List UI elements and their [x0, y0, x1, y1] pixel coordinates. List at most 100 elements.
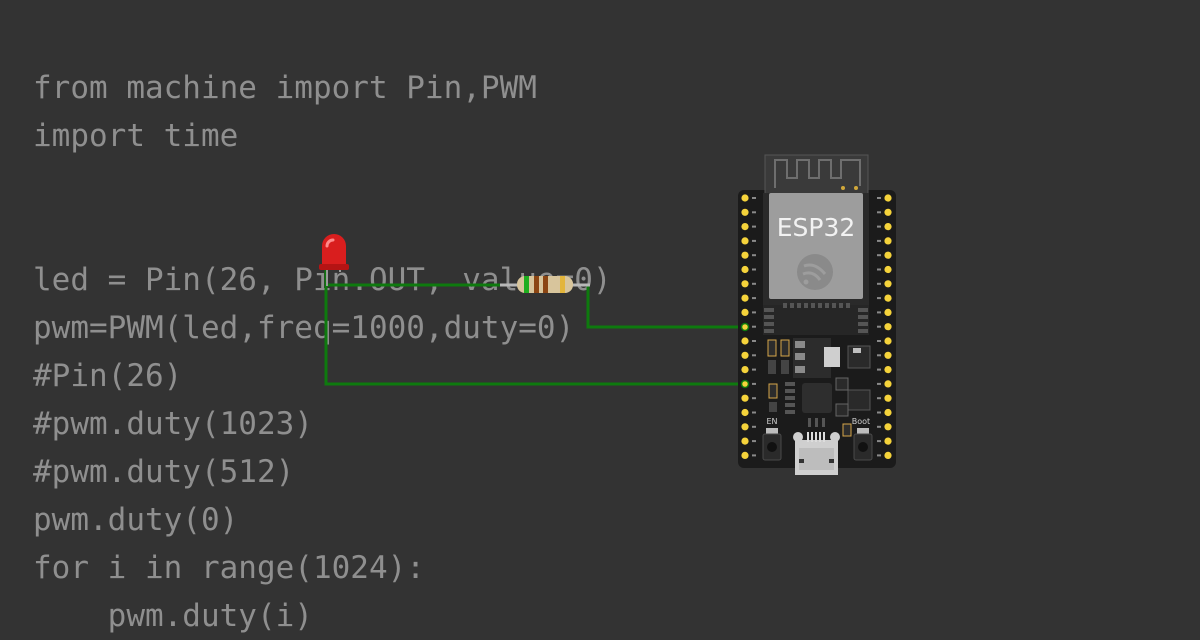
pin-connection-gpio26 [740, 322, 750, 332]
pin-silkscreen-mark [752, 368, 756, 371]
micro-usb-port[interactable] [793, 432, 840, 475]
pin-silkscreen-mark [877, 382, 881, 385]
pin-silkscreen-mark [752, 239, 756, 242]
pin-silkscreen-mark [877, 239, 881, 242]
code-line: #pwm.duty(512) [33, 454, 295, 490]
pin-silkscreen-mark [877, 268, 881, 271]
pin-silkscreen-mark [877, 254, 881, 257]
header-pin[interactable] [884, 208, 892, 216]
pin-silkscreen-mark [877, 454, 881, 457]
pin-silkscreen-mark [877, 340, 881, 342]
pin-silkscreen-mark [877, 197, 881, 199]
pin-silkscreen-mark [752, 297, 756, 300]
header-pin[interactable] [884, 437, 892, 445]
header-pin[interactable] [741, 223, 749, 231]
module-shield [769, 193, 863, 299]
pin-silkscreen-mark [752, 254, 756, 257]
header-pin[interactable] [884, 380, 892, 388]
pin-silkscreen-mark [752, 197, 756, 199]
code-line: #pwm.duty(1023) [33, 406, 313, 442]
header-pin[interactable] [741, 437, 749, 445]
header-pin[interactable] [884, 323, 892, 331]
header-pin[interactable] [741, 323, 749, 331]
header-pin[interactable] [741, 265, 749, 274]
pin-silkscreen-mark [752, 397, 756, 400]
header-pin[interactable] [741, 294, 749, 302]
header-pin[interactable] [741, 451, 749, 459]
espressif-logo-icon [797, 254, 833, 290]
header-pin[interactable] [884, 223, 892, 231]
pin-silkscreen-mark [877, 282, 881, 285]
header-pin[interactable] [741, 394, 749, 402]
code-line: pwm=PWM(led,freq=1000,duty=0) [33, 310, 575, 346]
pin-silkscreen-mark [752, 282, 756, 285]
usb-serial-chip [802, 383, 832, 413]
header-pin[interactable] [884, 351, 892, 359]
esp32-board[interactable]: ESP32 [738, 154, 896, 475]
led-icon[interactable] [319, 234, 349, 286]
header-pin[interactable] [884, 294, 892, 302]
header-pin[interactable] [884, 251, 892, 259]
en-button[interactable] [762, 428, 782, 461]
header-pin[interactable] [741, 408, 749, 417]
pin-silkscreen-mark [752, 354, 756, 357]
header-pin[interactable] [884, 423, 892, 431]
header-pin[interactable] [741, 337, 749, 345]
pin-silkscreen-mark [877, 211, 881, 214]
header-pin[interactable] [741, 280, 749, 288]
wire-resistor-to-gpio26[interactable] [580, 283, 745, 329]
header-pin[interactable] [741, 308, 749, 316]
header-pins-left[interactable] [741, 194, 756, 459]
en-label: EN [766, 417, 777, 426]
wire-led-anode[interactable] [324, 262, 500, 287]
boot-button[interactable] [853, 428, 873, 461]
pin-silkscreen-mark [877, 354, 881, 357]
header-pin[interactable] [884, 237, 892, 245]
header-pin[interactable] [741, 208, 749, 216]
pin-silkscreen-mark [752, 325, 756, 328]
pin-silkscreen-mark [877, 225, 881, 228]
pin-silkscreen-mark [877, 440, 881, 443]
pin-silkscreen-mark [877, 311, 881, 314]
pin-silkscreen-mark [877, 297, 881, 300]
header-pin[interactable] [884, 408, 892, 417]
header-pin[interactable] [741, 194, 749, 202]
antenna-trace [774, 159, 861, 188]
header-pin[interactable] [741, 351, 749, 359]
header-pin[interactable] [884, 265, 892, 274]
header-pin[interactable] [884, 451, 892, 459]
pin-silkscreen-mark [877, 368, 881, 371]
header-pin[interactable] [884, 337, 892, 345]
pin-silkscreen-mark [752, 225, 756, 228]
pin-silkscreen-mark [877, 411, 881, 414]
code-line: for i in range(1024): [33, 550, 425, 586]
header-pin[interactable] [884, 308, 892, 316]
chip-label: ESP32 [777, 213, 856, 242]
pin-silkscreen-mark [877, 425, 881, 428]
pin-silkscreen-mark [752, 440, 756, 443]
pin-silkscreen-mark [752, 454, 756, 457]
code-line: pwm.duty(0) [33, 502, 239, 538]
pin-silkscreen-mark [752, 382, 756, 385]
pin-silkscreen-mark [752, 268, 756, 271]
header-pin[interactable] [741, 380, 749, 388]
wire-led-to-gnd[interactable] [324, 262, 745, 386]
header-pin[interactable] [741, 251, 749, 259]
header-pin[interactable] [884, 280, 892, 288]
pin-silkscreen-mark [752, 340, 756, 342]
header-pin[interactable] [884, 394, 892, 402]
header-pin[interactable] [884, 194, 892, 202]
pin-silkscreen-mark [752, 425, 756, 428]
header-pin[interactable] [741, 423, 749, 431]
header-pins-right[interactable] [877, 194, 892, 459]
header-pin[interactable] [741, 237, 749, 245]
header-pin[interactable] [884, 366, 892, 374]
header-pin[interactable] [741, 366, 749, 374]
resistor-icon[interactable] [500, 276, 590, 293]
pin-silkscreen-mark [877, 397, 881, 400]
pin-silkscreen-mark [752, 211, 756, 214]
pin-connection-gnd [740, 379, 750, 389]
code-line: from machine import Pin,PWM [33, 70, 537, 106]
